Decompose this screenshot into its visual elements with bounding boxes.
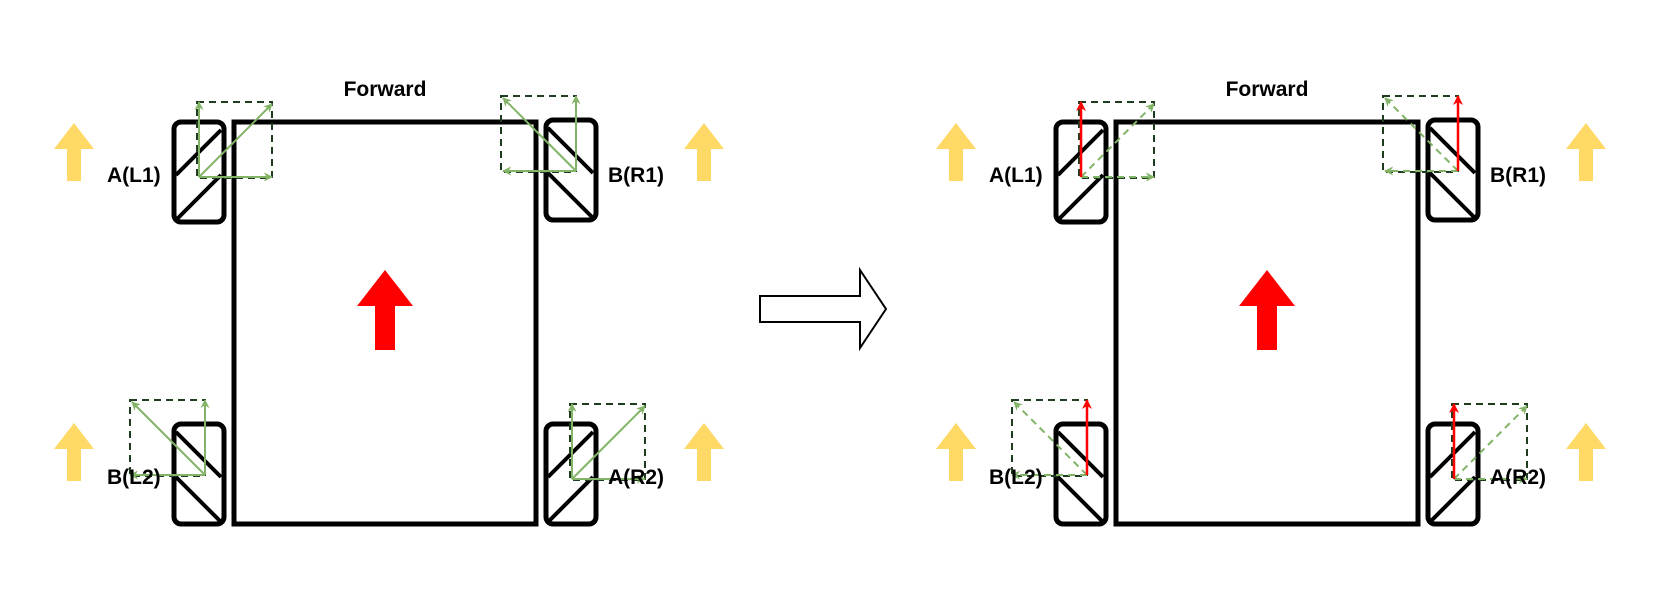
forward-arrow [1239,270,1295,350]
right-panel-title: Forward [1226,78,1309,101]
wheel-direction-arrow [1566,423,1606,481]
wheel-direction-arrow [54,423,94,481]
vector-rear-right [567,403,646,484]
wheel-direction-arrow [54,123,94,181]
wheel-label-rear-right: A(R2) [608,466,664,489]
wheel-label-front-right: B(R1) [608,164,664,187]
wheel-label-rear-right: A(R2) [1490,466,1546,489]
wheel-label-front-left: A(L1) [107,164,161,187]
forward-arrow [357,270,413,350]
vector-front-left [194,101,273,182]
vector-rear-left [1011,399,1092,480]
vector-front-right [500,95,581,176]
vector-front-left [1076,101,1155,182]
left-panel: Forward [54,78,724,527]
wheel-label-front-left: A(L1) [989,164,1043,187]
robot-body [1113,119,1421,527]
wheel-direction-arrow [684,123,724,181]
wheel-label-rear-left: B(L2) [989,466,1043,489]
robot-body [231,119,539,527]
transition-arrow [759,266,888,352]
wheel-direction-arrow [936,423,976,481]
wheel-label-front-right: B(R1) [1490,164,1546,187]
vector-rear-left [129,399,210,480]
wheel-direction-arrow [1566,123,1606,181]
right-panel: Forward [936,78,1606,527]
wheel-direction-arrow [684,423,724,481]
vector-rear-right [1449,403,1528,484]
wheel-direction-arrow [936,123,976,181]
vector-front-right [1382,95,1463,176]
wheel-label-rear-left: B(L2) [107,466,161,489]
left-panel-title: Forward [344,78,427,101]
